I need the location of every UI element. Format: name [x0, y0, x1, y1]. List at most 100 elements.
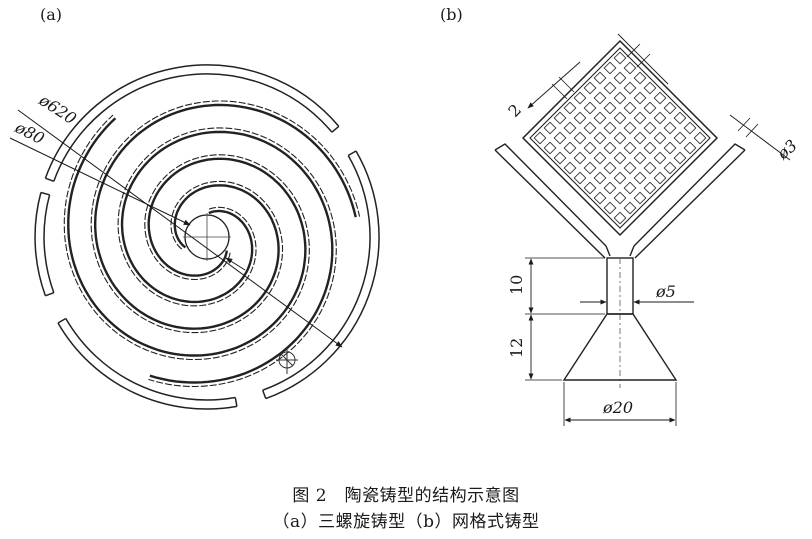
pitch-dim-tick-2 — [636, 53, 651, 68]
grid-hole — [603, 201, 617, 215]
wall-dim-ext-1 — [551, 83, 568, 100]
grid-hole — [653, 111, 667, 125]
diamond-outline — [521, 39, 719, 237]
grid-hole — [613, 111, 627, 125]
grid-hole — [683, 141, 697, 155]
grid-hole — [613, 71, 627, 85]
grid-hole — [583, 141, 597, 155]
grid-hole — [593, 71, 607, 85]
grid-hole — [623, 181, 637, 195]
grid-hole — [563, 141, 577, 155]
outer-ring-cap — [45, 177, 55, 183]
triple-spiral-mold: ø620 ø80 — [9, 64, 380, 410]
grid-hole — [673, 131, 687, 145]
grid-hole — [663, 101, 677, 115]
grid-hole — [603, 121, 617, 135]
grid-hole — [543, 141, 557, 155]
registration-mark-icon — [276, 348, 298, 374]
spiral-channel — [120, 130, 334, 384]
grid-hole — [633, 191, 647, 205]
grid-hole — [643, 181, 657, 195]
grid-hole — [573, 111, 587, 125]
outer-ring — [34, 64, 380, 410]
grid-hole — [623, 141, 637, 155]
grid-hole — [593, 111, 607, 125]
outer-ring-cap — [40, 191, 50, 196]
grid-hole — [663, 121, 677, 135]
figure-caption-subtitle: （a）三螺旋铸型（b）网格式铸型 — [272, 512, 540, 532]
grid-hole — [603, 61, 617, 75]
outer-ring-cap — [57, 317, 67, 324]
grid-hole — [693, 131, 707, 145]
grid-hole — [653, 91, 667, 105]
grid-hole — [543, 121, 557, 135]
grid-hole — [643, 101, 657, 115]
outer-ring-cap — [234, 397, 238, 407]
grid-hole — [613, 191, 627, 205]
outer-ring-arc — [34, 192, 47, 297]
outer-ring-arc — [57, 322, 238, 410]
grid-hole — [643, 161, 657, 175]
grid-hole — [553, 131, 567, 145]
outer-ring-cap — [45, 291, 55, 297]
grid-hole — [603, 81, 617, 95]
grid-hole — [623, 161, 637, 175]
grid-hole — [643, 121, 657, 135]
grid-hole — [663, 161, 677, 175]
grid-hole — [563, 101, 577, 115]
outer-ring-cap — [347, 150, 357, 157]
grid-hole — [643, 81, 657, 95]
left-flange — [494, 143, 611, 257]
grid-hole — [593, 151, 607, 165]
grid-hole — [673, 111, 687, 125]
inner-diameter-label: ø80 — [11, 117, 47, 148]
grid-hole — [593, 171, 607, 185]
inner-diameter-leader — [9, 137, 191, 226]
grid-hole — [623, 81, 637, 95]
grid-hole — [623, 121, 637, 135]
grid-hole — [613, 131, 627, 145]
outer-ring-cap — [261, 389, 267, 399]
grid-hole — [583, 121, 597, 135]
grid-hole — [603, 141, 617, 155]
grid-hole — [613, 91, 627, 105]
outer-ring-arc — [65, 318, 236, 401]
grid-hole — [683, 121, 697, 135]
grid-hole — [573, 131, 587, 145]
grid-hole — [613, 51, 627, 65]
grid-hole — [623, 61, 637, 75]
neck-height-label: 10 — [507, 275, 526, 295]
hole-diameter-label: ø3 — [773, 136, 801, 164]
right-flange-inner — [634, 149, 746, 259]
neck-diameter-label: ø5 — [655, 282, 676, 301]
hole-dim-tick-1 — [737, 117, 751, 132]
grid-hole — [653, 171, 667, 185]
wall-thickness-label: 2 — [504, 100, 525, 121]
grid-hole — [633, 71, 647, 85]
grid-hole — [633, 91, 647, 105]
grid-hole — [613, 151, 627, 165]
outer-diameter-leader — [17, 109, 343, 348]
grid-mold: 10 12 ø5 ø20 2 ø3 — [494, 33, 801, 426]
grid-hole — [593, 191, 607, 205]
hole-dim-tick-2 — [745, 123, 759, 138]
outer-diameter-label: ø620 — [35, 90, 80, 128]
pitch-dim-tick-1 — [626, 43, 641, 58]
hole-dim-line — [729, 114, 791, 161]
grid-hole — [633, 111, 647, 125]
panel-a-label: (a) — [40, 5, 62, 24]
grid-hole — [633, 171, 647, 185]
spiral-channel — [117, 127, 337, 388]
grid-hole — [643, 141, 657, 155]
figure-caption-title: 图 2 陶瓷铸型的结构示意图 — [292, 486, 520, 506]
spiral-channel — [67, 117, 307, 357]
outer-ring-arc — [262, 155, 371, 391]
right-flange — [629, 143, 746, 257]
wall-dim-line — [527, 61, 581, 109]
grid-hole — [663, 141, 677, 155]
pitch-dim-line — [617, 33, 669, 85]
left-flange-inner — [494, 149, 606, 259]
spiral-channel — [94, 103, 357, 330]
grid-hole — [633, 131, 647, 145]
